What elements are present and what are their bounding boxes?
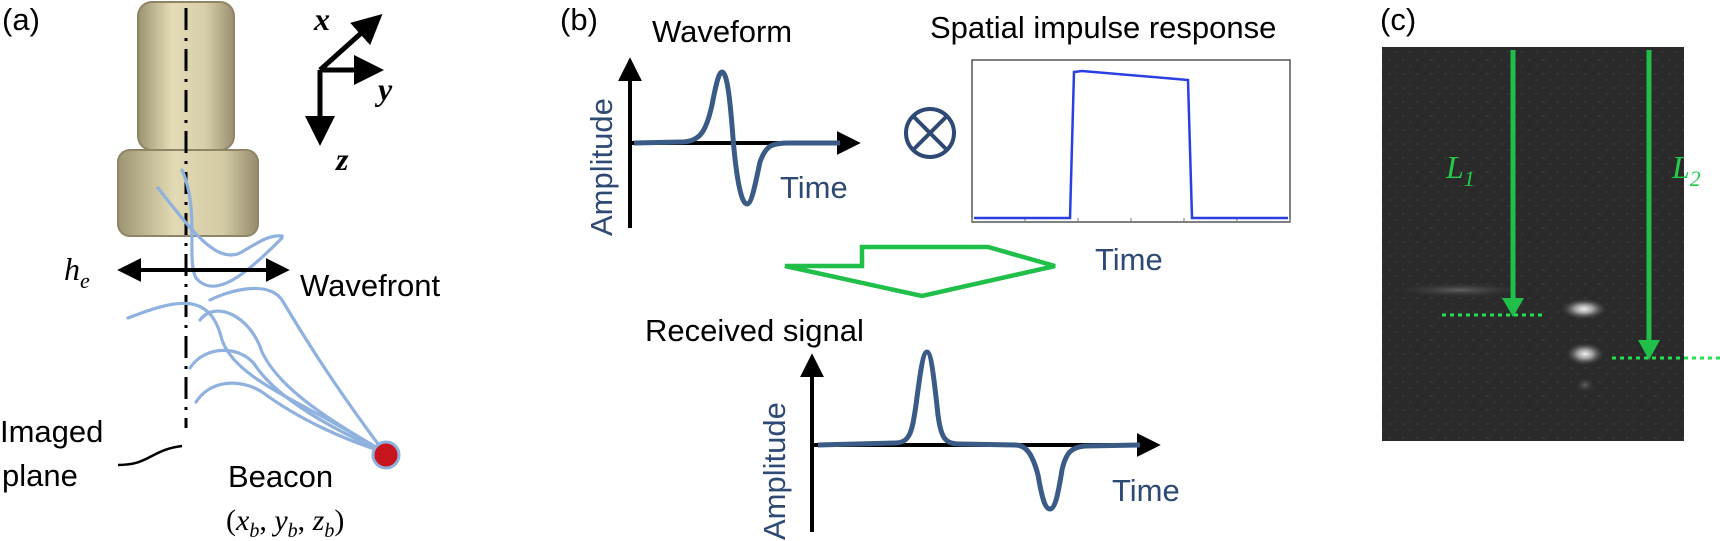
panel-c-label: (c) [1380,2,1416,37]
beacon-dot [371,440,401,470]
l1-arrow-head [1502,298,1524,317]
axis-x-arrow [318,13,383,72]
sir-frame [971,59,1291,223]
l1-label: L1 [1445,149,1475,191]
wavefront-curve-4 [198,309,386,454]
coordinate-axes [305,13,384,146]
panel-b: (b) Waveform Spatial impulse response Am… [560,2,1291,540]
wavefront-curve-7 [208,286,386,454]
waveform-plot: Amplitude Time [584,57,861,236]
imaged-plane-leader [117,444,183,467]
sir-title: Spatial impulse response [930,10,1276,45]
received-curve [817,349,1141,512]
sir-ticks [971,218,1291,222]
ultrasound-echo-3 [1575,377,1595,393]
ultrasound-streak [1390,282,1530,298]
axis-y-label: y [374,71,393,107]
panel-b-label: (b) [560,2,598,37]
ultrasound-image [1382,47,1684,441]
beacon-label: Beacon [228,459,333,494]
wavefront-curve-1 [156,186,284,257]
sir-plot: Time [971,59,1291,277]
panel-c: (c) L1 L2 [1380,2,1720,441]
waveform-title: Waveform [652,14,792,49]
process-arrow [784,244,1056,299]
convolve-circle [904,107,956,159]
imaged-plane-label-line1: Imaged [0,414,103,449]
he-label: he [64,251,90,293]
axis-z-label: z [335,141,349,177]
transducer [117,1,259,237]
convolve-cross-b [911,114,949,152]
waveform-time-label: Time [780,170,848,205]
received-time-label: Time [1112,473,1180,508]
sir-curve [974,69,1288,220]
received-amplitude-label: Amplitude [757,402,792,540]
panel-a: (a) he Wavefront Imaged plane Beac [0,1,441,541]
wavefront-curve-5 [188,348,386,454]
beacon-coords: (xb, yb, zb) [226,504,344,541]
received-signal-title: Received signal [645,313,864,348]
axis-x-label: x [313,1,330,37]
ultrasound-echo-1 [1560,298,1608,320]
ultrasound-echo-2 [1565,342,1605,366]
panel-a-label: (a) [2,2,40,37]
wavefront-label: Wavefront [300,268,441,303]
l2-arrow-head [1638,340,1660,360]
wavefront-curve-6 [194,381,386,454]
wavefront-curve-3 [126,301,386,454]
sir-time-label: Time [1095,242,1163,277]
waveform-amplitude-label: Amplitude [584,98,619,236]
imaged-plane-label-line2: plane [2,458,78,493]
l2-label: L2 [1671,149,1701,191]
ultrasound-background [1382,47,1684,441]
convolution-symbol [904,107,956,159]
waveform-curve [633,69,840,207]
received-plot: Amplitude Time [757,349,1180,540]
